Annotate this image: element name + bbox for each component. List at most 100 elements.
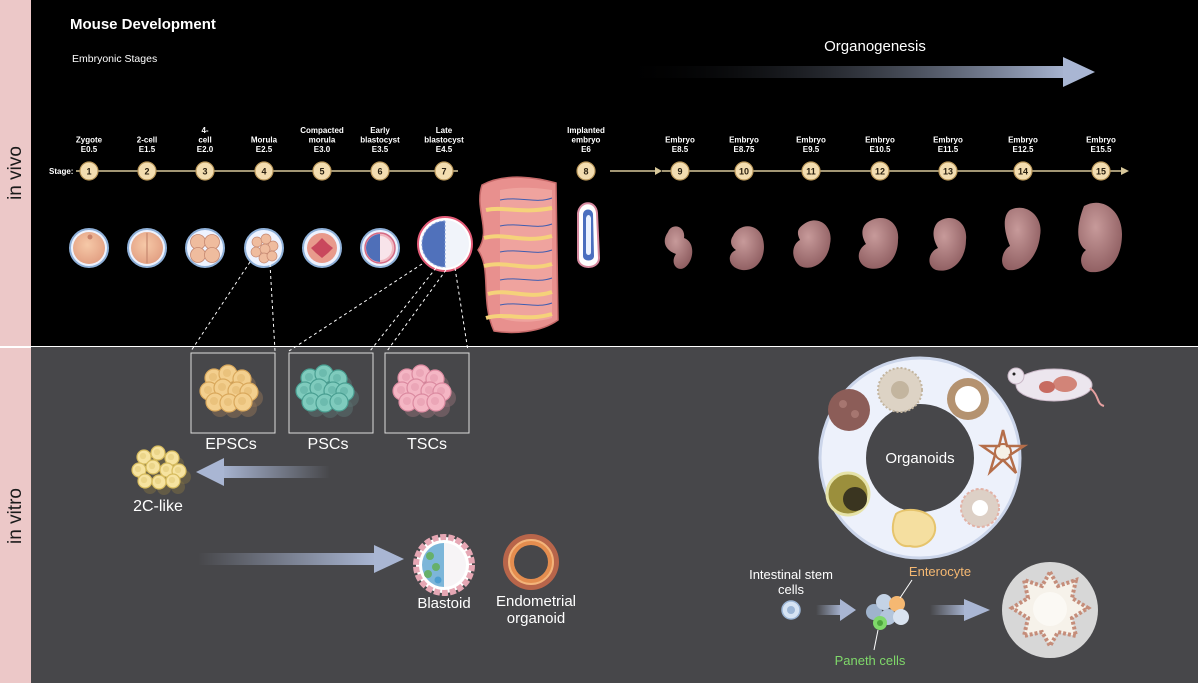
cell-nucleus — [396, 385, 406, 395]
stage-number: 13 — [943, 167, 953, 177]
stage-circle — [734, 161, 754, 181]
compacted-morula-icon — [302, 228, 342, 268]
two-c-like-label: 2C-like — [133, 498, 183, 515]
cell-nucleus — [236, 373, 246, 383]
morula-icon — [244, 228, 284, 268]
stage-circle — [370, 161, 390, 181]
stage-label-line: E3.5 — [372, 145, 389, 154]
cell-nucleus — [304, 372, 314, 382]
implanted-embryo-icon — [577, 202, 601, 268]
stage-circle — [254, 161, 274, 181]
four-cell-icon — [185, 228, 225, 268]
embryo-e8-5-icon — [664, 226, 693, 269]
isc-label-line2: cells — [778, 582, 805, 597]
stage-label-line: Implanted — [567, 126, 605, 135]
stage-number: 5 — [319, 167, 324, 177]
stage-number: 3 — [202, 167, 207, 177]
cell — [150, 445, 166, 461]
embryo-e15-5-icon — [1078, 202, 1122, 273]
brain-organoid-icon — [825, 471, 871, 517]
stage-label-line: blastocyst — [360, 136, 400, 145]
stage-circle — [137, 161, 157, 181]
cell-nucleus — [318, 368, 328, 378]
stage-circle — [312, 161, 332, 181]
stage-circle — [434, 161, 454, 181]
stage-label-line: Embryo — [865, 136, 895, 145]
cell — [426, 392, 446, 412]
cell-nucleus — [134, 465, 142, 473]
intestinal-cell-cluster — [866, 594, 909, 630]
cell — [136, 449, 152, 465]
kidney-organoid-icon — [960, 488, 1000, 528]
cell-nucleus — [305, 396, 315, 406]
stage-circle — [938, 161, 958, 181]
cell-nucleus — [140, 476, 148, 484]
endometrial-label-line1: Endometrial — [496, 593, 576, 610]
stage-label-line: blastocyst — [424, 136, 464, 145]
cell — [165, 473, 181, 489]
cell-nucleus — [313, 382, 323, 392]
stage-number: 1 — [86, 167, 91, 177]
uterus-tissue-icon — [477, 176, 559, 334]
stage-label-line: E4.5 — [436, 145, 453, 154]
stage-label-line: E12.5 — [1013, 145, 1034, 154]
cell-nucleus — [416, 397, 426, 407]
embryo-e12-5-icon — [1002, 207, 1041, 271]
organoids-label: Organoids — [885, 450, 954, 467]
cell-nucleus — [332, 373, 342, 383]
connector-lines — [190, 261, 469, 352]
stage-circle — [870, 161, 890, 181]
enterocyte-pointer — [899, 579, 913, 599]
stage-circle — [1091, 161, 1111, 181]
stage-circle — [79, 161, 99, 181]
stage-number: 9 — [677, 167, 682, 177]
pscs-label: PSCs — [308, 436, 349, 453]
intestinal-stem-cell-icon — [781, 600, 801, 620]
embryo-e11-5-icon — [929, 218, 967, 271]
cell-nucleus — [333, 396, 343, 406]
stage-label-line: E9.5 — [803, 145, 820, 154]
paneth-pointer — [873, 629, 879, 651]
stage-label-line: Compacted — [300, 126, 344, 135]
isc-to-cluster-arrow — [816, 599, 856, 621]
stage-label-line: embryo — [572, 136, 601, 145]
embryo-e9-5-icon — [793, 220, 831, 268]
left-arrow — [196, 458, 330, 486]
liver-organoid-icon — [828, 389, 870, 431]
cell-nucleus — [154, 477, 162, 485]
pscs-box — [288, 352, 374, 434]
zygote-icon — [69, 228, 109, 268]
stage-label-line: Early — [370, 126, 390, 135]
cell-nucleus — [410, 382, 420, 392]
stage-circle — [1013, 161, 1033, 181]
isc-label-line1: Intestinal stem — [749, 567, 833, 582]
early-blastocyst-icon — [360, 228, 400, 268]
cell-nucleus — [231, 385, 241, 395]
stage-label-line: 2-cell — [137, 136, 157, 145]
stage-label-line: cell — [198, 136, 211, 145]
stage-label-line: Embryo — [1008, 136, 1038, 145]
stomach-organoid-icon — [877, 367, 923, 413]
stage-number: 14 — [1018, 167, 1028, 177]
in-vivo-sidebar: in vivo — [0, 0, 31, 346]
epscs-box — [190, 352, 276, 434]
cell-nucleus — [424, 385, 434, 395]
organogenesis-label: Organogenesis — [824, 38, 926, 55]
blastoid-icon — [413, 534, 475, 596]
tscs-label: TSCs — [407, 436, 447, 453]
figure-title: Mouse Development — [70, 16, 216, 33]
cell-nucleus — [148, 462, 156, 470]
in-vivo-panel — [31, 0, 1198, 346]
stage-number: 10 — [739, 167, 749, 177]
stage-label-line: Embryo — [933, 136, 963, 145]
organogenesis-arrow — [615, 57, 1095, 87]
